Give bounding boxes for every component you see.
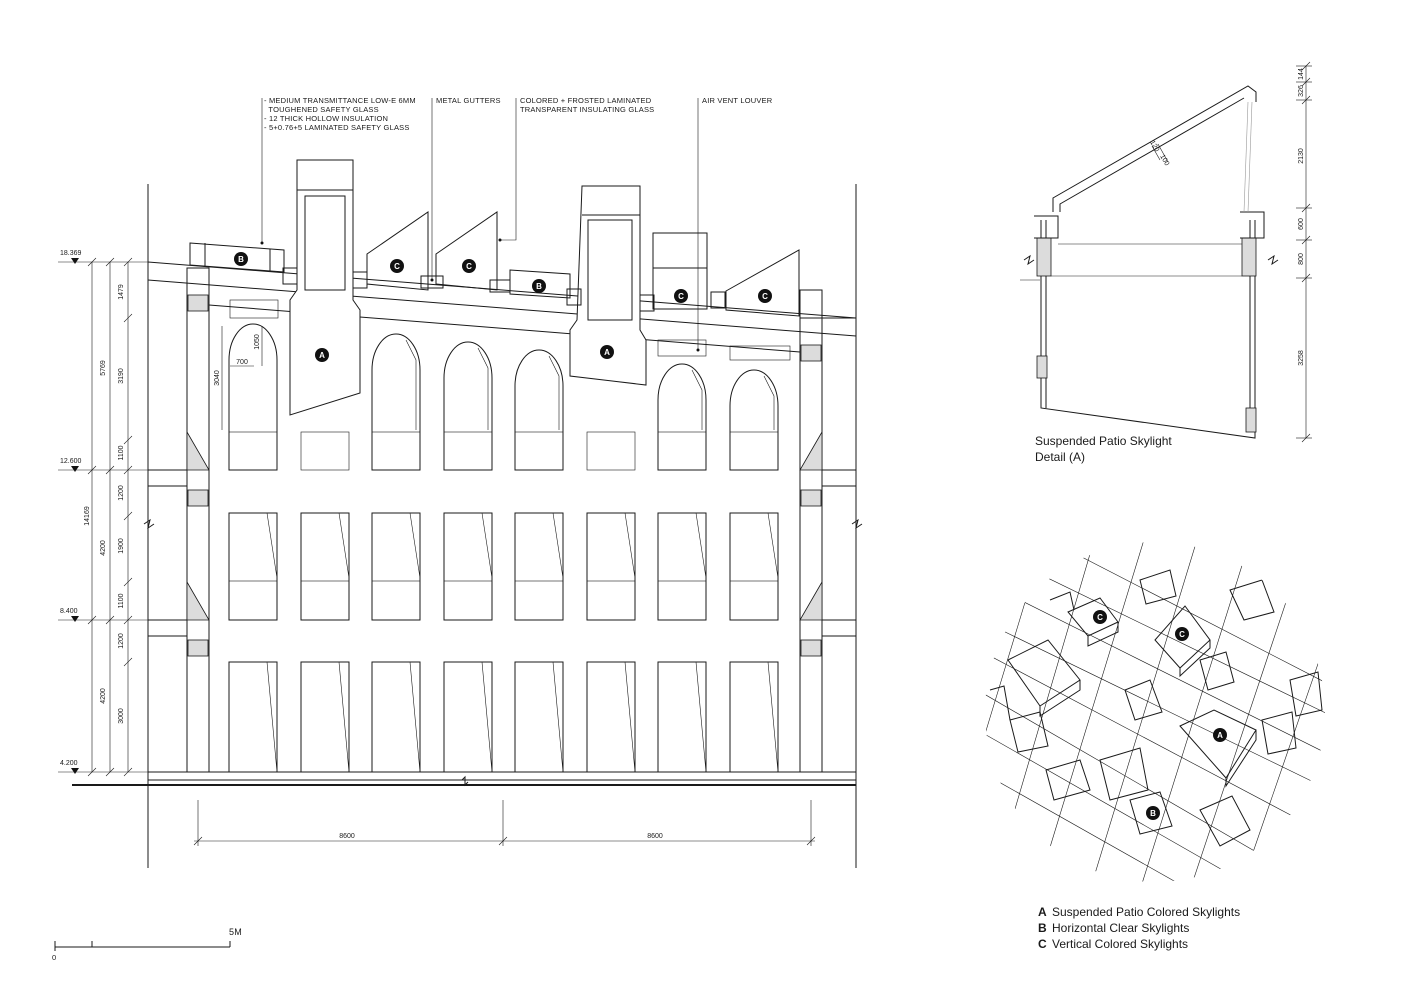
vertical-dimensions xyxy=(87,257,133,777)
tag-a: A xyxy=(319,351,325,360)
glass-spec-line-2: TOUGHENED SAFETY GLASS xyxy=(264,105,379,114)
columns xyxy=(186,267,823,773)
arched-windows xyxy=(228,323,779,471)
tag-c: C xyxy=(466,262,472,271)
level-markers xyxy=(58,258,148,774)
detail-dim-326: 326 xyxy=(1298,85,1305,97)
span-dimensions xyxy=(193,800,816,846)
tag-b: B xyxy=(238,255,244,264)
window-dimensions xyxy=(221,326,263,430)
roof-axonometric xyxy=(985,542,1325,882)
level-4200: 4.200 xyxy=(60,760,78,767)
axo-tag-b: B xyxy=(1150,809,1156,818)
detail-dim-800: 800 xyxy=(1298,253,1305,265)
metal-gutters-label: METAL GUTTERS xyxy=(436,96,501,105)
tag-a: A xyxy=(604,348,610,357)
scale-end: 5M xyxy=(229,927,242,937)
skylight-detail-a: 120 100 144 326 2130 600 800 3258 xyxy=(1020,61,1312,443)
level-8400: 8.400 xyxy=(60,608,78,615)
legend-key-b: B xyxy=(1038,921,1047,935)
tag-c: C xyxy=(394,262,400,271)
window-arch-dim: 1050 xyxy=(254,334,261,350)
window-height-dim: 3040 xyxy=(214,370,221,386)
floor-slabs xyxy=(148,469,856,637)
dim-3000: 3000 xyxy=(118,708,125,724)
dim-1100-upper: 1100 xyxy=(118,445,125,460)
legend-text-a: Suspended Patio Colored Skylights xyxy=(1052,905,1240,919)
glass-spec-line-1: - MEDIUM TRANSMITTANCE LOW-E 6MM xyxy=(264,96,416,105)
legend-key-a: A xyxy=(1038,905,1047,919)
dim-14169: 14169 xyxy=(84,506,91,526)
tag-c: C xyxy=(678,292,684,301)
axo-tag-c: C xyxy=(1179,630,1185,639)
level-18369: 18.369 xyxy=(60,250,82,257)
detail-title-line-2: Detail (A) xyxy=(1035,450,1085,464)
second-floor-windows xyxy=(228,512,779,621)
dim-1200-upper: 1200 xyxy=(118,485,125,501)
roof-skylights xyxy=(189,159,800,416)
glass-spec-line-3: - 12 THICK HOLLOW INSULATION xyxy=(264,114,388,123)
axo-tag-a: A xyxy=(1217,731,1223,740)
axonometric-tags: C C A B xyxy=(1093,610,1227,820)
section-elevation: B A C C B A C C - MEDIUM TRANSMITTANCE L… xyxy=(58,96,863,868)
dim-1900: 1900 xyxy=(118,538,125,554)
legend-text-b: Horizontal Clear Skylights xyxy=(1052,921,1189,935)
detail-dim-3258: 3258 xyxy=(1298,350,1305,366)
roof-dim-120: 120 xyxy=(1148,140,1160,154)
detail-dim-144: 144 xyxy=(1298,68,1305,80)
dim-1100-lower: 1100 xyxy=(118,593,125,608)
scale-bar xyxy=(54,941,231,951)
legend-key-c: C xyxy=(1038,937,1047,951)
axo-tag-c: C xyxy=(1097,613,1103,622)
window-width-dim: 700 xyxy=(236,359,248,366)
scale-zero: 0 xyxy=(52,953,56,962)
legend-text-c: Vertical Colored Skylights xyxy=(1052,937,1188,951)
span-left: 8600 xyxy=(339,833,355,840)
colored-glass-line-2: TRANSPARENT INSULATING GLASS xyxy=(520,105,654,114)
dim-3190: 3190 xyxy=(118,368,125,384)
roof-band xyxy=(147,261,857,361)
dim-4200-lower: 4200 xyxy=(100,688,107,704)
detail-dim-600: 600 xyxy=(1298,218,1305,230)
roof-dim-100: 100 xyxy=(1158,154,1170,168)
dim-5769: 5769 xyxy=(100,360,107,376)
detail-title-line-1: Suspended Patio Skylight xyxy=(1035,434,1172,448)
colored-glass-line-1: COLORED + FROSTED LAMINATED xyxy=(520,96,652,105)
air-vent-label: AIR VENT LOUVER xyxy=(702,96,773,105)
level-12600: 12.600 xyxy=(60,458,82,465)
span-right: 8600 xyxy=(647,833,663,840)
section-tags: B A C C B A C C xyxy=(234,252,772,362)
tag-c: C xyxy=(762,292,768,301)
legend: A Suspended Patio Colored Skylights B Ho… xyxy=(1038,905,1240,951)
ground-floor-windows xyxy=(228,661,779,773)
annotation-leaders xyxy=(260,98,700,352)
dim-1479: 1479 xyxy=(118,284,125,300)
dim-4200-upper: 4200 xyxy=(100,540,107,556)
tag-b: B xyxy=(536,282,542,291)
glass-spec-line-4: - 5+0.76+5 LAMINATED SAFETY GLASS xyxy=(264,123,410,132)
detail-dim-2130: 2130 xyxy=(1298,148,1305,164)
dim-1200-lower: 1200 xyxy=(118,633,125,649)
